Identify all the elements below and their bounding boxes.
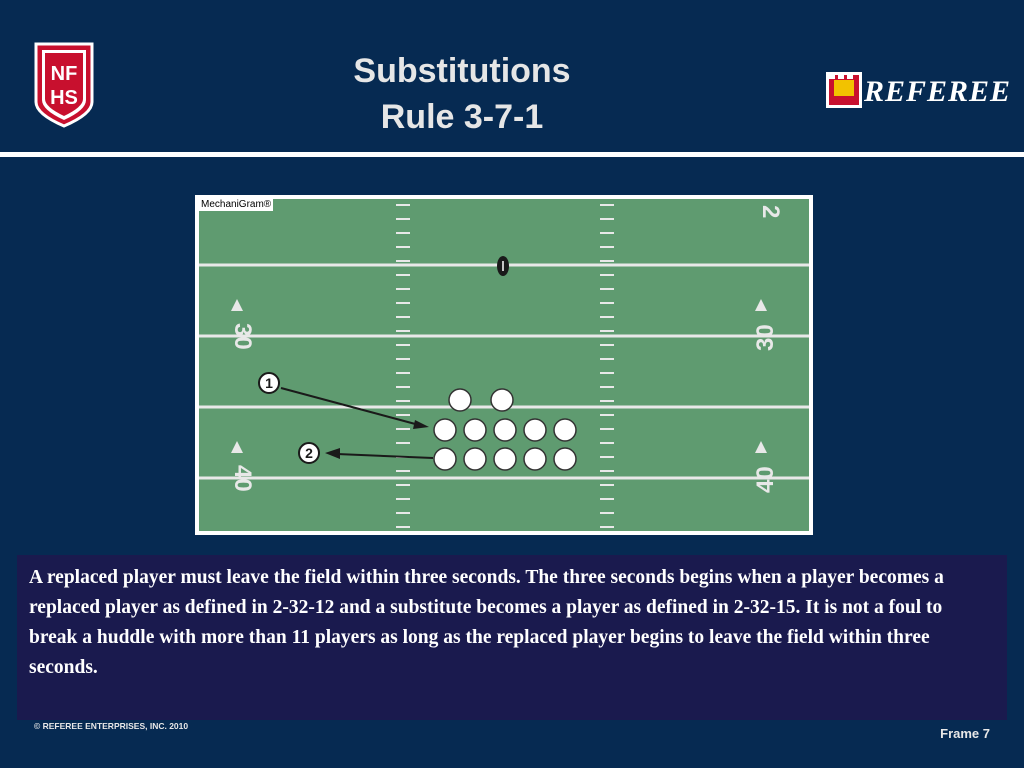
referee-logo: REFEREE (826, 72, 1010, 112)
yard-number-right-40: 40 (752, 466, 779, 493)
hash-marks-left (396, 204, 410, 528)
title-line-2: Rule 3-7-1 (380, 98, 544, 136)
callout-2: 2 (305, 445, 313, 461)
players-huddle (433, 388, 577, 471)
player-marker (463, 447, 487, 471)
header-divider (0, 152, 1024, 157)
player-marker (553, 418, 577, 442)
direction-arrow-left-40 (231, 441, 243, 453)
field-diagram: 2 30 30 40 40 1 2 MechaniGram® (195, 195, 813, 535)
player-marker (433, 447, 457, 471)
referee-emblem-icon (826, 72, 862, 108)
hash-marks-right (600, 204, 614, 528)
copyright: © REFEREE ENTERPRISES, INC. 2010 (34, 721, 189, 731)
mechanigram-label: MechaniGram® (199, 199, 274, 211)
nfhs-logo-bottom: HS (50, 87, 78, 109)
path-line-2 (336, 453, 434, 459)
player-marker (493, 418, 517, 442)
player-marker (490, 388, 514, 412)
nfhs-logo: NF HS (34, 42, 94, 128)
player-marker (463, 418, 487, 442)
callout-2-circle (298, 442, 320, 464)
yard-number-left-40: 40 (229, 465, 256, 492)
direction-arrow-left-30 (231, 299, 243, 311)
description-box: A replaced player must leave the field w… (17, 555, 1007, 720)
referee-logo-text: REFEREE (864, 75, 1012, 108)
callout-1-circle (258, 372, 280, 394)
arrowhead-2 (325, 448, 340, 459)
player-marker (493, 447, 517, 471)
arrowhead-1 (413, 420, 429, 429)
player-marker (523, 447, 547, 471)
yard-number-right-30: 30 (752, 324, 779, 351)
nfhs-logo-top: NF (51, 63, 78, 85)
yard-number-left-30: 30 (229, 323, 256, 350)
field-surface (199, 199, 809, 531)
yard-number-top: 2 (757, 205, 784, 218)
player-marker (433, 418, 457, 442)
player-marker (523, 418, 547, 442)
player-marker (448, 388, 472, 412)
title-line-1: Substitutions (353, 52, 571, 90)
direction-arrow-right-40 (755, 441, 767, 453)
path-line-1 (280, 387, 420, 426)
callout-1: 1 (265, 375, 273, 391)
football-field: 2 30 30 40 40 1 2 (195, 195, 813, 535)
description-text: A replaced player must leave the field w… (29, 567, 944, 678)
slide-title: Substitutions Rule 3-7-1 (262, 48, 662, 140)
player-marker (553, 447, 577, 471)
direction-arrow-right-30 (755, 299, 767, 311)
frame-label: Frame 7 (940, 726, 990, 741)
